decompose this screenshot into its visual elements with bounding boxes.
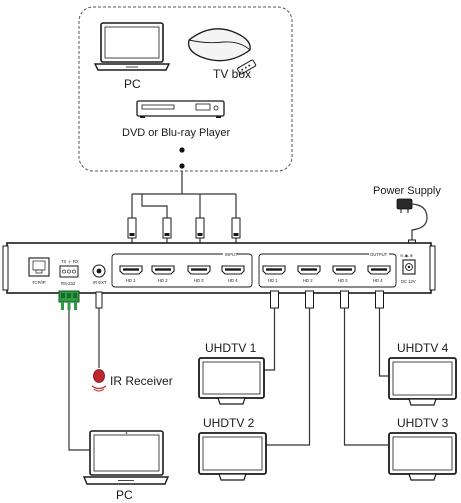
rs232-pin-label: TX ⏚ RX: [61, 259, 79, 264]
display-label: UHDTV 3: [397, 416, 449, 430]
input-hdmi-port: [119, 265, 143, 275]
input-port-group: [111, 253, 253, 288]
power-supply-label: Power Supply: [373, 185, 441, 197]
uhdtv-display-icon: [198, 357, 265, 405]
ir-receiver-cable: [95, 291, 103, 368]
source-pc-laptop-icon: [93, 22, 171, 71]
ir-receiver-label: IR Receiver: [110, 374, 173, 388]
display-label: UHDTV 2: [203, 416, 255, 430]
input-hdmi-port: [221, 265, 245, 275]
input-port-label: HD 4: [228, 278, 238, 283]
input-hdmi-port: [151, 265, 175, 275]
output-port-label: HD 2: [303, 278, 313, 283]
output-port-label: HD 4: [373, 278, 383, 283]
output-port-label: HD 3: [338, 278, 348, 283]
ir-receiver-icon: [91, 369, 107, 392]
tcpip-port-label: TCP/IP: [32, 280, 46, 285]
dvd-player-label: DVD or Blu-ray Player: [122, 127, 231, 139]
rs232-cable: [68, 310, 90, 451]
rs232-phoenix-connector-icon: [58, 290, 80, 310]
dc-power-port-label: DC 12V: [401, 279, 416, 284]
uhdtv-display-icon: [198, 432, 267, 481]
tv-box-label: TV box: [213, 67, 251, 81]
display-label: UHDTV 4: [397, 341, 449, 355]
rs232-port-label: RS-232: [61, 281, 76, 286]
output-hdmi-cables: [264, 290, 389, 446]
ir-ext-port-label: IR EXT: [93, 280, 107, 285]
output-port-group: [258, 253, 397, 288]
control-pc-laptop-icon: [82, 430, 170, 485]
tcpip-port-icon: [28, 257, 50, 277]
input-port-label: HD 3: [194, 278, 204, 283]
input-hdmi-port: [187, 265, 211, 275]
uhdtv-display-icon: [388, 432, 457, 481]
source-group-box: [78, 6, 293, 172]
output-hdmi-port: [332, 265, 356, 275]
dvd-player-icon: [136, 100, 225, 118]
svg-text:⊖-◉-⊕: ⊖-◉-⊕: [400, 253, 413, 258]
output-port-label: HD 1: [268, 278, 278, 283]
display-label: UHDTV 1: [205, 341, 257, 355]
rs232-terminal-icon: [59, 265, 79, 278]
control-pc-label: PC: [116, 488, 133, 502]
tv-box-icon: [187, 28, 257, 75]
input-port-label: HD 1: [126, 278, 136, 283]
input-group-label: INPUT: [225, 252, 238, 257]
output-hdmi-port: [297, 265, 321, 275]
output-hdmi-port: [367, 265, 391, 275]
dc-power-jack-icon: ⊖-◉-⊕: [400, 253, 416, 275]
more-sources-dot: [179, 147, 185, 153]
ir-ext-jack-icon: [92, 264, 106, 278]
more-sources-dot: [179, 163, 185, 169]
input-port-label: HD 2: [158, 278, 168, 283]
output-group-label: OUTPUT: [370, 252, 388, 257]
uhdtv-display-icon: [388, 357, 457, 406]
output-hdmi-port: [262, 265, 286, 275]
source-pc-label: PC: [124, 77, 141, 91]
